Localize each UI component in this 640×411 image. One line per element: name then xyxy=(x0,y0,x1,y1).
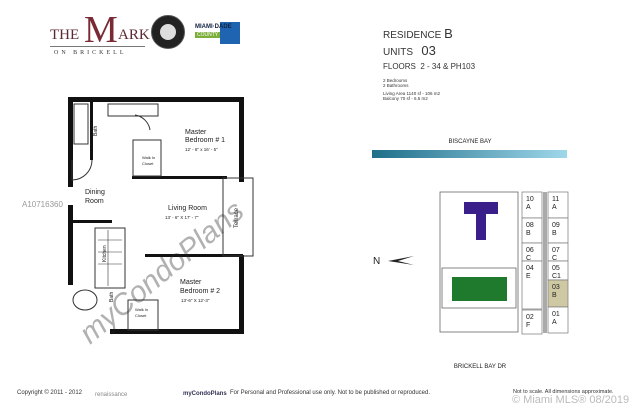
logo-the: THE xyxy=(50,27,80,43)
walk-in-closet-2-b: Closet xyxy=(135,313,147,318)
floors-label: FLOORS xyxy=(383,62,416,71)
unit-number: 09 xyxy=(552,222,560,229)
watermark: myCondoPlans xyxy=(73,194,250,350)
residence-info: RESIDENCE B UNITS 03 FLOORS 2 - 34 & PH1… xyxy=(383,26,475,101)
developer-logo: renaissance xyxy=(95,392,128,398)
county-seal-icon xyxy=(151,15,185,49)
units-value: 03 xyxy=(421,43,436,58)
room-dining-b: Room xyxy=(85,198,104,205)
north-label: N xyxy=(373,256,380,267)
walk-in-closet-1: Walk In xyxy=(142,155,155,160)
room-master-bedroom-2: Master xyxy=(180,279,202,286)
scale-notice: Not to scale. All dimensions approximate… xyxy=(513,389,614,395)
room-bath-2: Bath xyxy=(109,291,115,302)
listing-id: A10716360 xyxy=(22,200,63,209)
usage-notice: For Personal and Professional use only. … xyxy=(230,390,431,396)
unit-type: B xyxy=(552,292,557,299)
unit-type: F xyxy=(526,322,530,329)
walk-in-closet-1-b: Closet xyxy=(142,161,154,166)
unit-number: 07 xyxy=(552,247,560,254)
living-area: Living Area 1140 sf - 106 m2 xyxy=(383,91,440,96)
bathrooms: 2 Bathrooms xyxy=(383,83,409,88)
unit-number: 11 xyxy=(552,196,559,203)
unit-number: 02 xyxy=(526,314,534,321)
tower-footprint xyxy=(464,202,498,240)
room-kitchen: Kitchen xyxy=(102,245,108,262)
miami-dade-logo: MIAMI·DADE COUNTY xyxy=(195,22,240,44)
residence-label: RESIDENCE xyxy=(383,30,442,41)
unit-type: A xyxy=(552,204,557,211)
logo-m: M xyxy=(84,9,118,51)
unit-02 xyxy=(521,309,543,335)
room-dining: Dining xyxy=(85,189,105,196)
pool xyxy=(452,277,507,301)
unit-type: C1 xyxy=(552,273,561,280)
unit-number: 01 xyxy=(552,311,560,318)
the-mark-logo: THE M ARK ON BRICKELL xyxy=(50,9,150,56)
floors-value: 2 - 34 & PH103 xyxy=(420,62,476,71)
unit-type: C xyxy=(552,255,557,262)
room-terrace: Terrace xyxy=(234,207,240,228)
bay-water-bar xyxy=(372,150,567,158)
unit-number: 03 xyxy=(552,284,560,291)
unit-type: B xyxy=(526,230,531,237)
unit-type: E xyxy=(526,273,531,280)
unit-number: 04 xyxy=(526,265,534,272)
unit-number: 05 xyxy=(552,265,560,272)
room-master-bedroom-1: Master xyxy=(185,129,207,136)
logo-ark: ARK xyxy=(118,27,150,43)
site-plan xyxy=(439,191,519,333)
unit-type: C xyxy=(526,255,531,262)
unit-number: 10 xyxy=(526,196,534,203)
unit-01 xyxy=(547,306,569,334)
biscayne-bay-label: BISCAYNE BAY xyxy=(448,139,491,145)
unit-04 xyxy=(521,260,543,310)
corridor xyxy=(543,192,547,333)
living-room-dimensions: 13' - 6" X 17' - 7" xyxy=(165,215,199,220)
room-master-bedroom-1-b: Bedroom # 1 xyxy=(185,137,225,144)
units-label: UNITS xyxy=(383,47,413,58)
room-bath-1: Bath xyxy=(93,125,99,136)
county-logo-text: MIAMI·DADE xyxy=(195,24,232,30)
balcony-area: Balcony 70 sf - 6.5 m2 xyxy=(383,96,428,101)
north-arrow-icon xyxy=(388,256,414,265)
master-bedroom-2-dimensions: 13'-6" X 12'-3" xyxy=(181,298,210,303)
copyright: Copyright © 2011 - 2012 xyxy=(17,390,83,396)
room-master-bedroom-2-b: Bedroom # 2 xyxy=(180,288,220,295)
unit-type: B xyxy=(552,230,557,237)
room-living: Living Room xyxy=(168,205,207,212)
logo-subtitle: ON BRICKELL xyxy=(54,50,127,56)
county-logo-sub: COUNTY xyxy=(195,32,221,38)
unit-number: 06 xyxy=(526,247,534,254)
walk-in-closet-2: Walk In xyxy=(135,307,148,312)
unit-type: A xyxy=(552,319,557,326)
mls-watermark: © Miami MLS® 08/2019 xyxy=(512,394,630,406)
unit-walls xyxy=(68,97,244,334)
unit-type: A xyxy=(526,204,531,211)
bedrooms: 2 Bedrooms xyxy=(383,78,408,83)
street-label: BRICKELL BAY DR xyxy=(454,364,507,370)
master-bedroom-1-dimensions: 12' - 6" x 16' - 5" xyxy=(185,147,218,152)
mycondoplans-logo: myCondoPlans xyxy=(183,391,227,397)
unit-number: 08 xyxy=(526,222,534,229)
residence-value: B xyxy=(444,26,453,41)
